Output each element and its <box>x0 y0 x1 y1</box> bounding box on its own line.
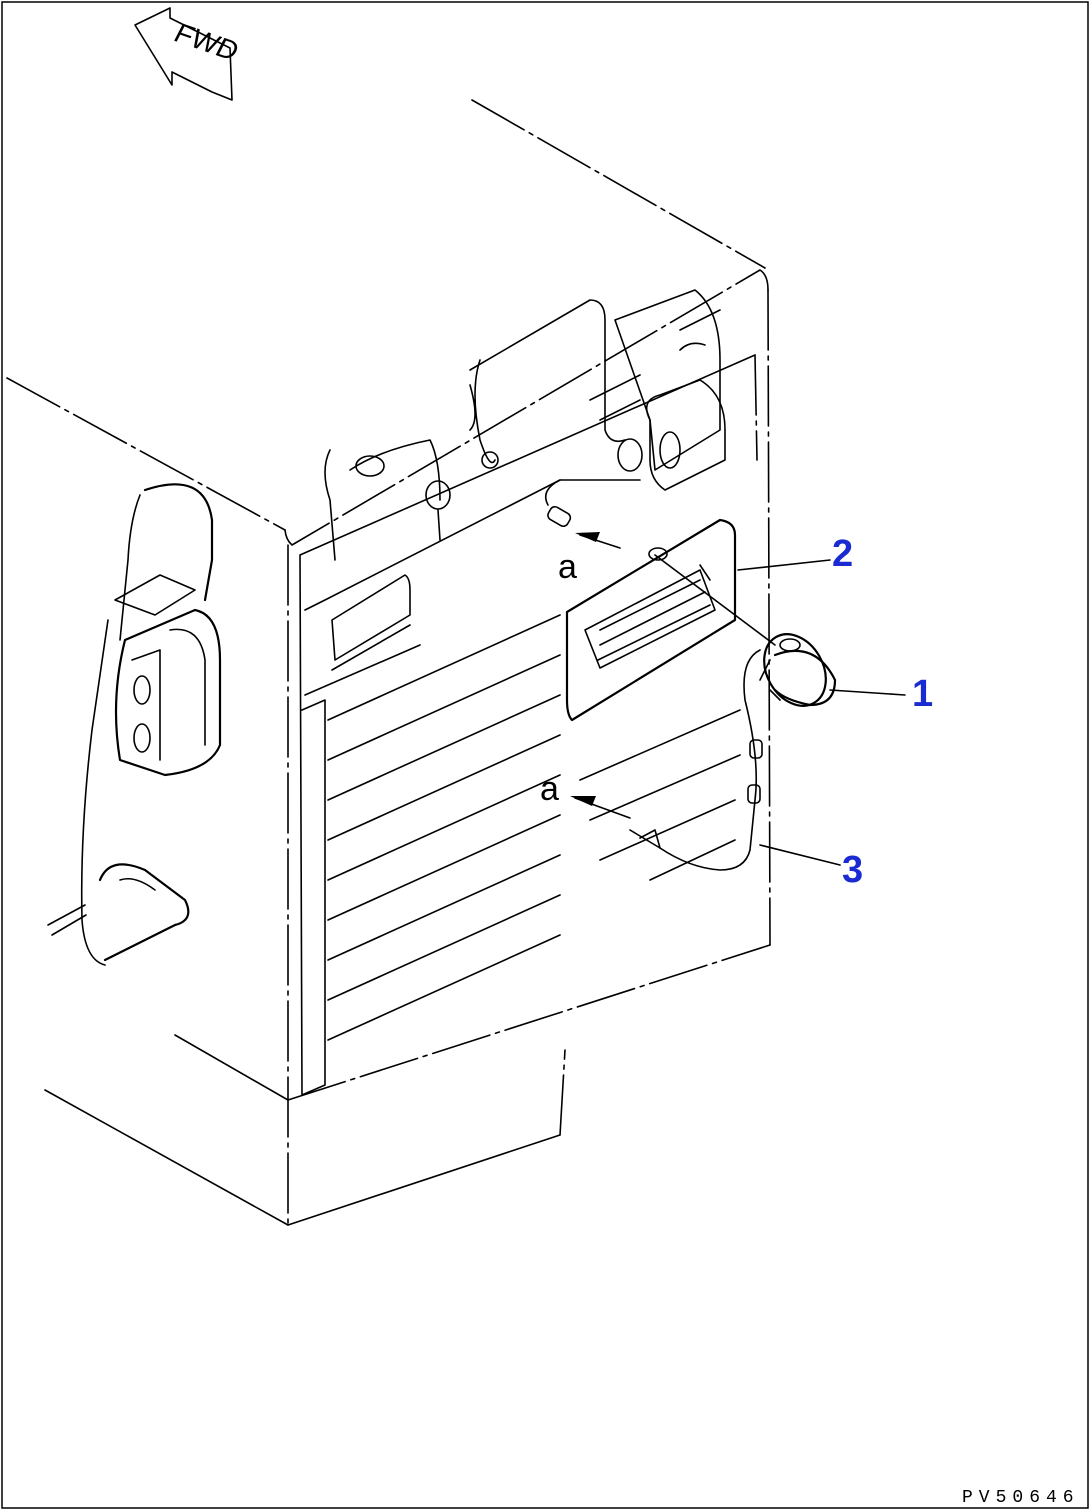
callout-leader-3 <box>759 844 841 866</box>
upper-harness <box>324 299 641 561</box>
wiring-harness-part <box>544 479 776 871</box>
lamp-part <box>759 633 837 707</box>
callout-leader-1 <box>829 689 906 696</box>
upper-right-lamp <box>614 289 726 491</box>
fwd-label: FWD <box>169 18 244 66</box>
upper-panel-window <box>331 574 411 671</box>
callout-number-1: 1 <box>912 673 933 715</box>
reference-arrow-lower <box>570 796 631 819</box>
reference-letter-lower: a <box>540 770 559 808</box>
grille-louvers <box>327 614 741 1041</box>
left-side-lamp <box>47 483 222 966</box>
bracket-part <box>565 518 737 722</box>
drawing-code: PV50646 <box>962 1488 1080 1508</box>
callout-number-2: 2 <box>832 533 853 575</box>
callout-number-3: 3 <box>842 849 863 891</box>
reference-arrow-upper <box>575 532 621 549</box>
callout-leader-2 <box>737 559 831 571</box>
fwd-arrow-icon: FWD <box>134 7 244 101</box>
machine-body <box>6 99 771 1226</box>
reference-letter-upper: a <box>558 548 577 586</box>
